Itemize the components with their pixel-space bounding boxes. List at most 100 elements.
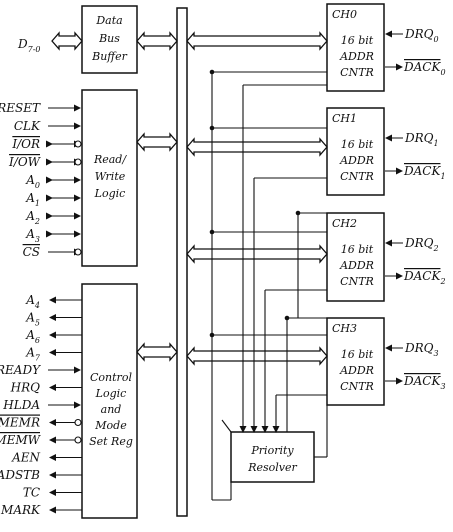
signal-label: A7	[25, 346, 41, 363]
signal-label: I/OW	[8, 155, 42, 169]
junction-dot	[209, 69, 215, 75]
signal-label: A6	[25, 328, 40, 345]
signal-ior: I/OR	[11, 137, 82, 151]
signal-mark: MARK	[0, 503, 82, 517]
signal-label: MEMW	[0, 433, 42, 447]
channel-2-block	[326, 212, 385, 302]
channel-line: CNTR	[340, 275, 374, 288]
block-line: Data	[95, 14, 122, 27]
signal-label: A3	[25, 227, 40, 244]
block-line: Set Reg	[89, 435, 133, 448]
signal-label: A1	[25, 191, 40, 208]
signal-label: HLDA	[2, 398, 40, 412]
channel-line: 16 bit	[341, 348, 374, 361]
signal-memw: MEMW	[0, 433, 82, 447]
signal-aen: AEN	[11, 451, 82, 465]
signal-label: I/OR	[11, 137, 40, 151]
signal-label: ADSTB	[0, 468, 40, 482]
signal-a4: A4	[25, 293, 82, 310]
junction-dot	[284, 315, 290, 321]
priority-resolver-block	[230, 431, 315, 483]
signal-label: MARK	[0, 503, 41, 517]
channel-line: CNTR	[340, 170, 374, 183]
block-line: Resolver	[247, 461, 297, 474]
data-bus-arrow	[51, 31, 83, 51]
channel-name: CH1	[332, 112, 357, 125]
channel-0-block	[326, 3, 385, 92]
channel-line: 16 bit	[341, 138, 374, 151]
signal-label: A2	[25, 209, 40, 226]
channel-name: CH0	[332, 8, 357, 21]
signal-a3: A3	[25, 227, 81, 244]
channel-bus-arrow	[186, 244, 328, 264]
channel-line: ADDR	[339, 50, 374, 63]
rw-to-bus-arrow	[136, 132, 178, 152]
channel-bus-arrow	[186, 346, 328, 366]
signal-label: A0	[25, 173, 40, 190]
channel-line: ADDR	[339, 364, 374, 377]
block-line: Control	[90, 371, 132, 384]
data-bus-buffer-text: Data Bus Buffer	[91, 14, 127, 63]
signal-a0: A0	[25, 173, 81, 190]
signal-a1: A1	[25, 191, 81, 208]
control-logic-text: Control Logic and Mode Set Reg	[89, 371, 133, 448]
block-line: Write	[95, 170, 126, 183]
drq-label: DRQ2	[404, 236, 439, 253]
channel-3-block	[326, 317, 385, 406]
signal-label: READY	[0, 363, 41, 377]
buffer-to-bus-arrow	[136, 31, 178, 51]
signal-label: AEN	[11, 451, 40, 465]
junction-dot	[209, 229, 215, 235]
signal-clk: CLK	[14, 119, 81, 133]
drq-label: DRQ1	[404, 131, 439, 148]
block-line: Bus	[98, 32, 120, 45]
inversion-bubble	[74, 248, 82, 256]
data-bus-buffer-block	[81, 5, 138, 74]
signal-iow: I/OW	[8, 155, 82, 169]
channel-line: 16 bit	[341, 243, 374, 256]
block-line: Logic	[94, 187, 126, 200]
drq-label: DRQ3	[404, 341, 439, 358]
signal-a5: A5	[25, 311, 82, 328]
block-line: Mode	[94, 419, 127, 432]
channel-bus-arrow	[186, 31, 328, 51]
channel-1-block	[326, 107, 385, 196]
channel-line: ADDR	[339, 259, 374, 272]
data-bus-label: D7-0	[17, 37, 41, 54]
signal-label: A5	[25, 311, 40, 328]
wire-layer	[51, 31, 328, 501]
dack-label: DACK3	[403, 374, 446, 391]
channel-line: ADDR	[339, 154, 374, 167]
signal-cs: CS	[23, 245, 82, 259]
channel-bus-arrow	[186, 137, 328, 157]
signal-label: RESET	[0, 101, 41, 115]
control-to-bus-arrow	[136, 342, 178, 362]
signal-ready: READY	[0, 363, 81, 377]
dack-label: DACK2	[403, 269, 446, 286]
junction-dot	[209, 125, 215, 131]
inversion-bubble	[74, 436, 82, 444]
signal-adstb: ADSTB	[0, 468, 82, 482]
inversion-bubble	[74, 418, 82, 427]
control-logic-block	[81, 283, 138, 519]
signal-a7: A7	[25, 346, 82, 363]
channel-line: 16 bit	[341, 34, 374, 47]
signal-label: CS	[23, 245, 40, 259]
signal-memr: MEMR	[0, 416, 82, 430]
channel-name: CH2	[332, 217, 357, 230]
dack-label: DACK1	[403, 164, 446, 181]
signal-label: HRQ	[10, 381, 41, 395]
signal-label: MEMR	[0, 416, 40, 430]
signal-hlda: HLDA	[2, 398, 81, 412]
block-line: Buffer	[91, 50, 127, 63]
junction-dot	[209, 332, 215, 338]
junction-dot	[295, 210, 301, 216]
signal-reset: RESET	[0, 101, 81, 115]
